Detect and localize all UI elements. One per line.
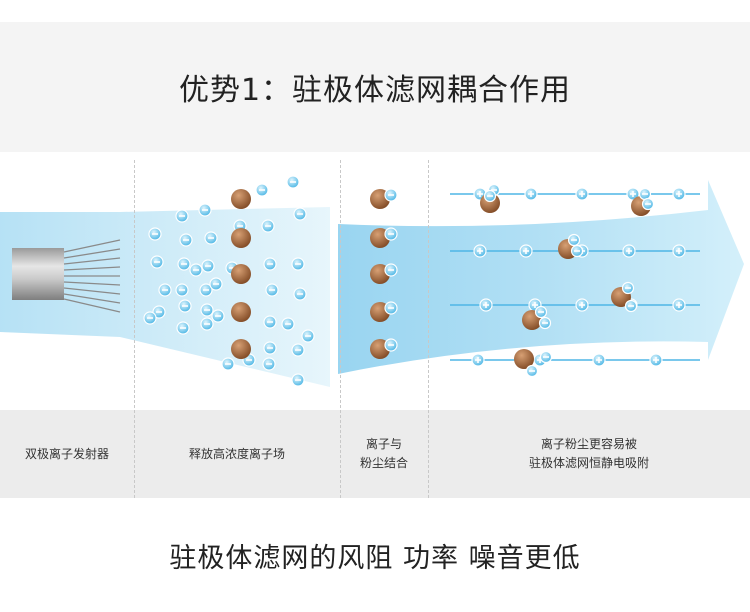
top-margin bbox=[0, 0, 750, 22]
negative-ion bbox=[204, 231, 218, 245]
negative-ion bbox=[624, 299, 638, 313]
negative-ion bbox=[534, 305, 548, 319]
negative-ion bbox=[175, 209, 189, 223]
negative-ion bbox=[199, 283, 213, 297]
negative-ion bbox=[263, 257, 277, 271]
divider bbox=[134, 160, 135, 498]
positive-ion bbox=[479, 298, 493, 312]
negative-ion bbox=[263, 341, 277, 355]
negative-ion bbox=[158, 283, 172, 297]
ion-emitter bbox=[12, 239, 121, 313]
stage-label-combine: 离子与粉尘结合 bbox=[359, 437, 408, 470]
negative-ion bbox=[263, 315, 277, 329]
negative-ion bbox=[293, 207, 307, 221]
stage-label-adsorb: 离子粉尘更容易被驻极体滤网恒静电吸附 bbox=[528, 437, 649, 470]
negative-ion bbox=[384, 188, 398, 202]
negative-ion bbox=[178, 299, 192, 313]
flow-arrow bbox=[338, 180, 744, 374]
negative-ion bbox=[265, 283, 279, 297]
positive-ion bbox=[672, 187, 686, 201]
negative-ion bbox=[175, 283, 189, 297]
negative-ion bbox=[200, 303, 214, 317]
negative-ion bbox=[221, 357, 235, 371]
positive-ion bbox=[649, 353, 663, 367]
stage-label-ion-field: 释放高浓度离子场 bbox=[188, 446, 285, 461]
negative-ion bbox=[291, 373, 305, 387]
negative-ion bbox=[209, 277, 223, 291]
negative-ion bbox=[281, 317, 295, 331]
negative-ion bbox=[255, 183, 269, 197]
stage-label-emitter: 双极离子发射器 bbox=[24, 446, 109, 461]
negative-ion bbox=[198, 203, 212, 217]
negative-ion bbox=[262, 357, 276, 371]
page-title: 优势1：驻极体滤网耦合作用 bbox=[178, 73, 572, 108]
negative-ion bbox=[539, 350, 553, 364]
negative-ion bbox=[143, 311, 157, 325]
negative-ion bbox=[148, 227, 162, 241]
negative-ion bbox=[291, 343, 305, 357]
dust-particle bbox=[231, 302, 251, 322]
dust-particle bbox=[231, 228, 251, 248]
negative-ion bbox=[150, 255, 164, 269]
ion-diagram-svg bbox=[0, 175, 744, 387]
dust-particle bbox=[231, 339, 251, 359]
positive-ion bbox=[622, 244, 636, 258]
positive-ion bbox=[471, 353, 485, 367]
negative-ion bbox=[384, 263, 398, 277]
negative-ion bbox=[189, 263, 203, 277]
negative-ion bbox=[570, 244, 584, 258]
negative-ion bbox=[201, 259, 215, 273]
positive-ion bbox=[592, 353, 606, 367]
ion-diagram bbox=[0, 152, 750, 410]
negative-ion bbox=[483, 189, 497, 203]
negative-ion bbox=[638, 187, 652, 201]
negative-ion bbox=[152, 305, 166, 319]
negative-ion bbox=[176, 321, 190, 335]
negative-ion bbox=[200, 317, 214, 331]
positive-ion bbox=[524, 187, 538, 201]
divider bbox=[340, 160, 341, 498]
dust-particle bbox=[231, 264, 251, 284]
negative-ion bbox=[293, 287, 307, 301]
footer: 驻极体滤网的风阻 功率 噪音更低 bbox=[0, 498, 750, 612]
negative-ion bbox=[286, 175, 300, 189]
positive-ion bbox=[672, 298, 686, 312]
positive-ion bbox=[519, 244, 533, 258]
negative-ion bbox=[179, 233, 193, 247]
negative-ion bbox=[538, 316, 552, 330]
negative-ion bbox=[261, 219, 275, 233]
negative-ion bbox=[211, 309, 225, 323]
header: 优势1：驻极体滤网耦合作用 bbox=[0, 22, 750, 152]
negative-ion bbox=[384, 301, 398, 315]
dust-particle bbox=[231, 189, 251, 209]
positive-ion bbox=[575, 298, 589, 312]
positive-ion bbox=[575, 187, 589, 201]
negative-ion bbox=[177, 257, 191, 271]
negative-ion bbox=[567, 233, 581, 247]
particles-layer bbox=[143, 175, 700, 387]
negative-ion bbox=[641, 197, 655, 211]
negative-ion bbox=[291, 257, 305, 271]
positive-ion bbox=[473, 244, 487, 258]
negative-ion bbox=[301, 329, 315, 343]
negative-ion bbox=[384, 227, 398, 241]
negative-ion bbox=[525, 364, 539, 378]
positive-ion bbox=[672, 244, 686, 258]
divider bbox=[428, 160, 429, 498]
subtitle: 驻极体滤网的风阻 功率 噪音更低 bbox=[169, 542, 581, 574]
dust-particle bbox=[514, 349, 534, 369]
negative-ion bbox=[621, 281, 635, 295]
stage-labels: 双极离子发射器 释放高浓度离子场 离子与粉尘结合 离子粉尘更容易被驻极体滤网恒静… bbox=[0, 410, 750, 498]
negative-ion bbox=[384, 338, 398, 352]
